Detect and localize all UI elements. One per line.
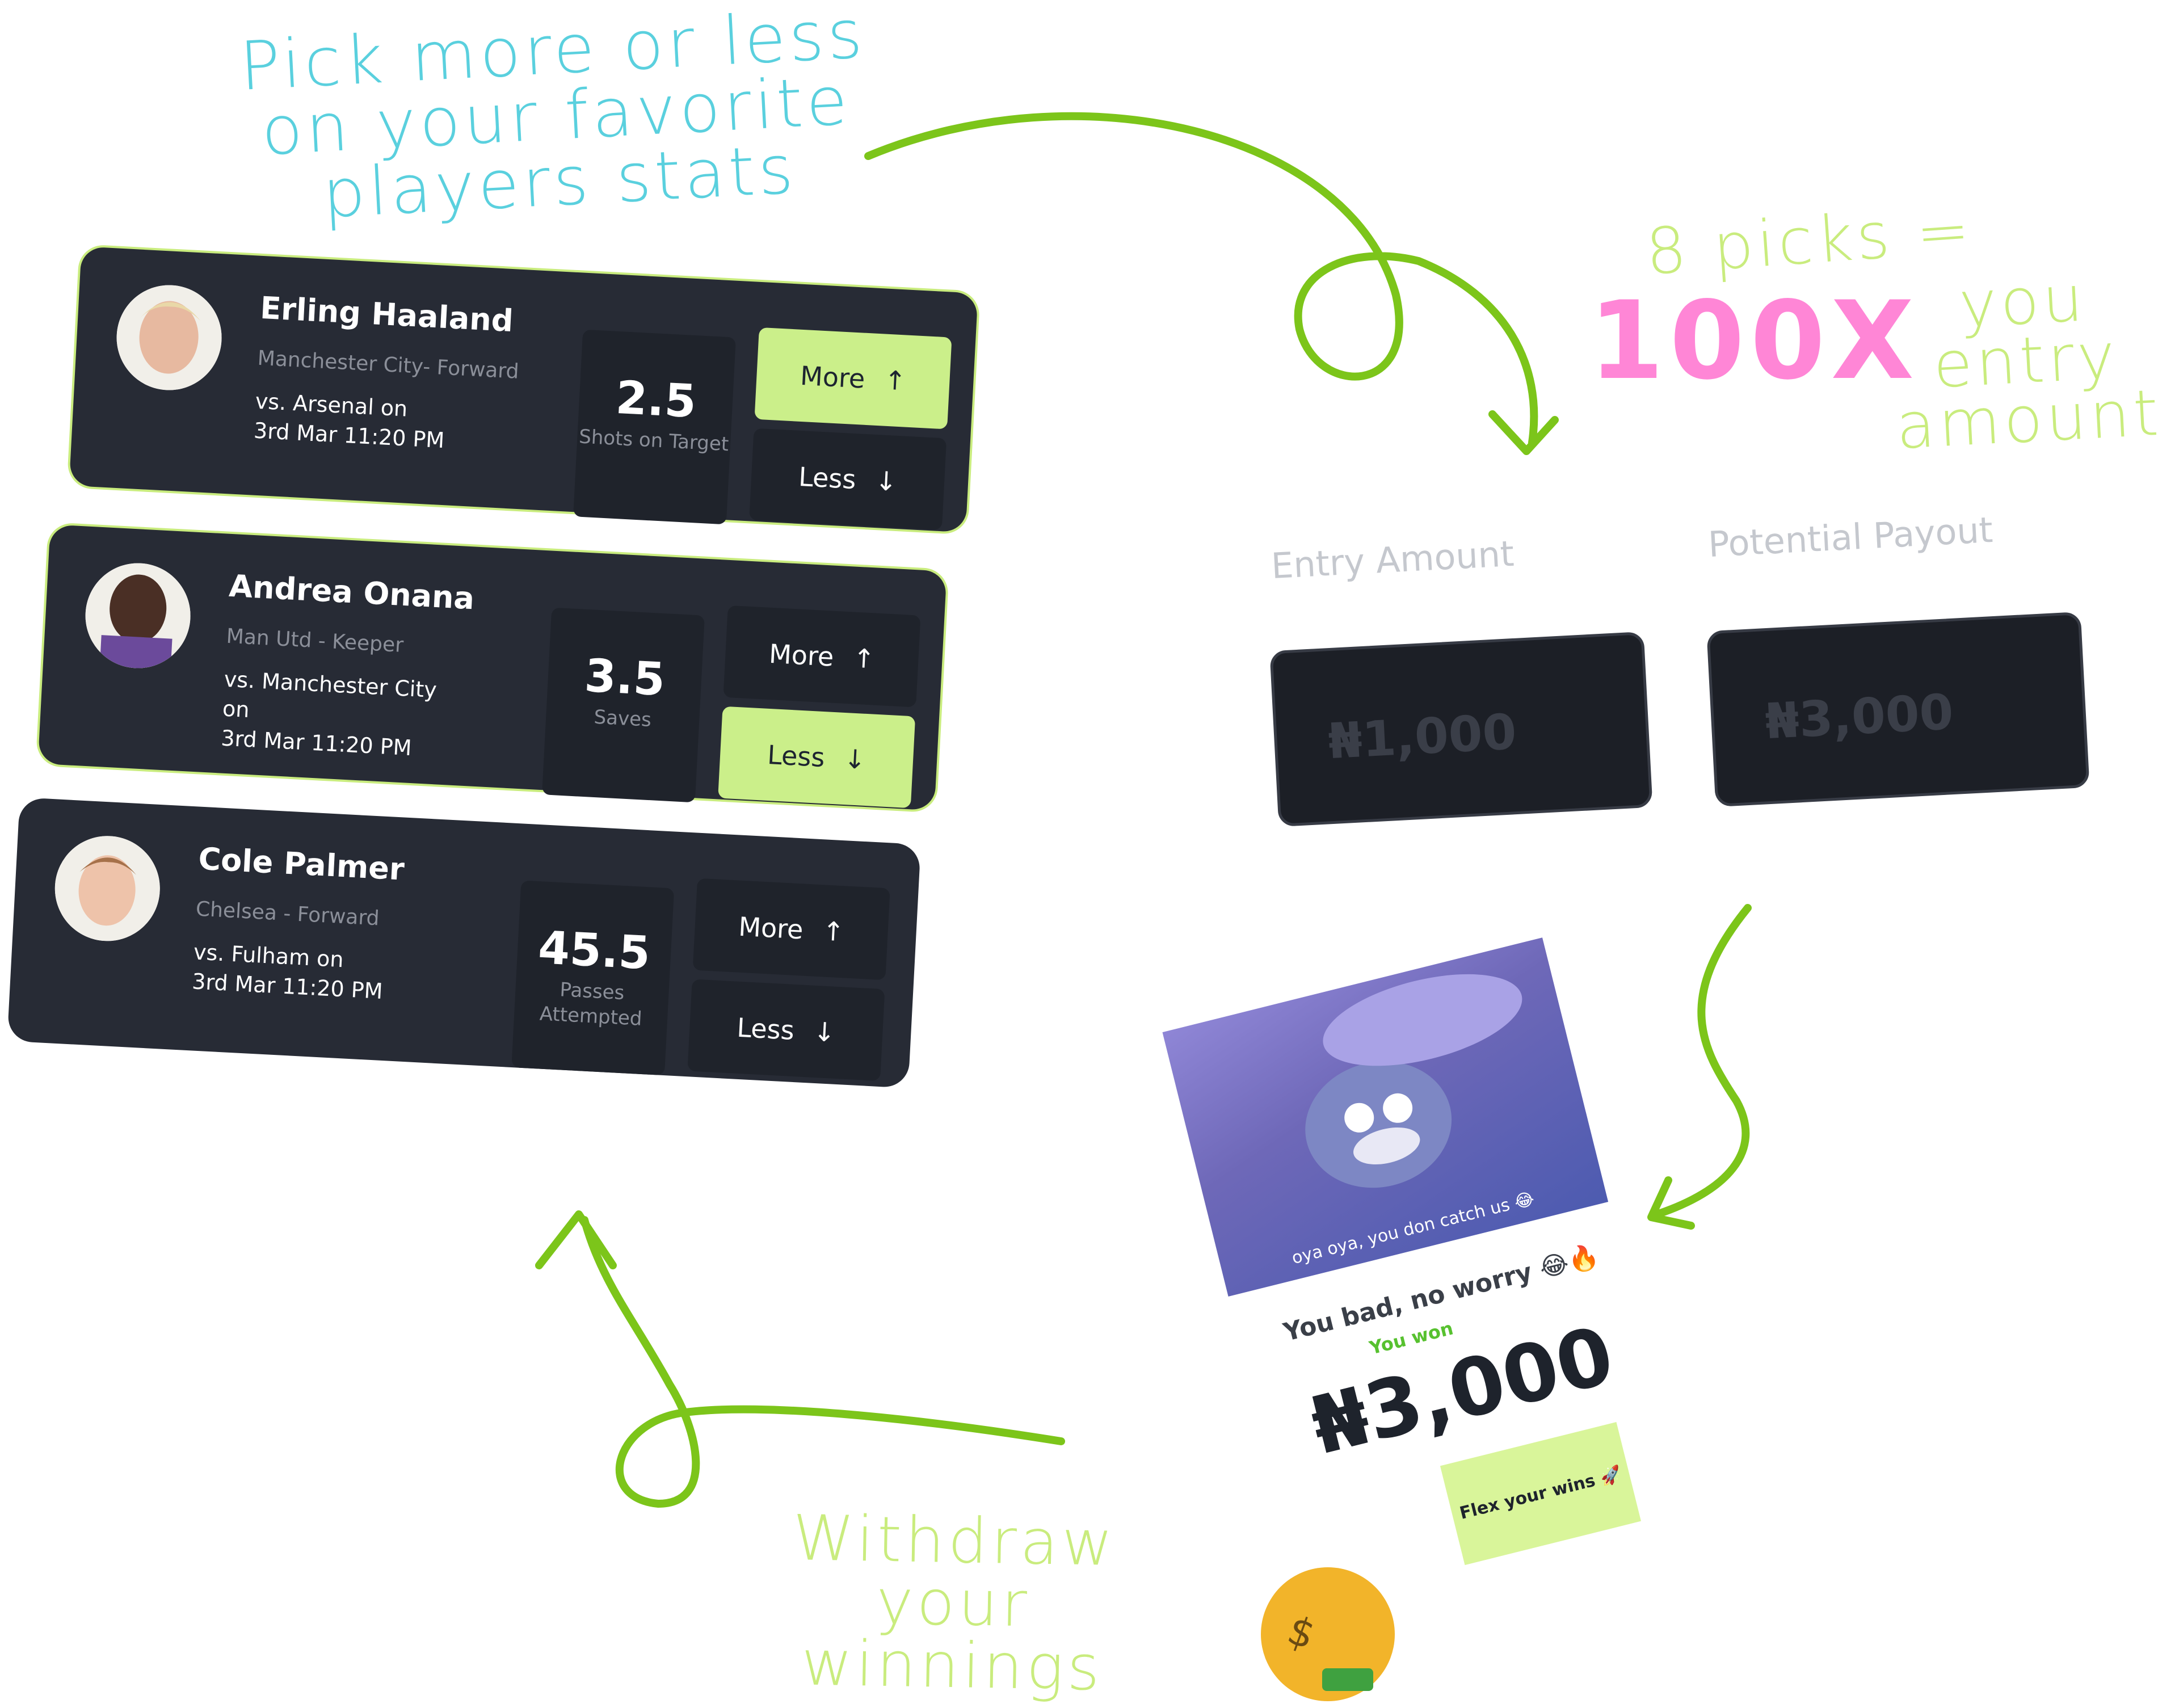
withdraw-annotation: Withdraw your winnings [792,1501,1117,1705]
multiplier-annotation: 100X [1589,278,1920,403]
less-button[interactable]: Less↓ [749,428,947,531]
player-avatar [52,833,163,944]
more-button[interactable]: More↑ [754,327,952,430]
player-card-haaland: Erling Haaland Manchester City- Forward … [66,244,981,535]
arrow-to-win-head [1647,1176,1695,1230]
stat-box: 45.5 Passes Attempted [511,880,675,1076]
arrow-down-icon: ↓ [813,1016,836,1048]
stat-value: 2.5 [614,371,698,428]
less-button[interactable]: Less↓ [718,706,916,809]
arrow-down-icon: ↓ [874,465,898,497]
stat-box: 2.5 Shots on Target [573,329,736,525]
arrow-down-icon: ↓ [843,743,867,775]
arrow-to-win [1653,904,1752,1218]
stat-label: Shots on Target [578,425,730,456]
stat-label: Passes Attempted [539,978,643,1030]
player-name: Andrea Onana [228,567,476,617]
entry-amount-value: ₦1,000 [1327,703,1518,771]
player-position: Man Utd - Keeper [225,624,405,658]
player-position: Chelsea - Forward [195,897,380,931]
arrow-up-icon: ↑ [821,915,845,948]
less-button[interactable]: Less↓ [687,979,885,1082]
arrow-to-cards-head [535,1210,617,1269]
arrow-up-icon: ↑ [852,642,876,675]
celebration-gif: oya oya, you don catch us 😂 [1162,937,1609,1297]
more-button[interactable]: More↑ [692,878,890,981]
arrow-up-icon: ↑ [883,364,907,397]
player-position: Manchester City- Forward [256,346,520,384]
player-avatar [113,282,225,393]
stat-box: 3.5 Saves [542,607,705,803]
potential-payout-value: ₦3,000 [1764,683,1955,751]
flex-wins-button[interactable]: Flex your wins 🚀 [1440,1422,1641,1566]
arrow-to-entry [864,112,1538,447]
player-avatar [82,560,193,671]
more-button[interactable]: More↑ [723,605,921,708]
player-card-onana: Andrea Onana Man Utd - Keeper vs. Manche… [35,522,949,813]
player-name: Cole Palmer [197,840,406,887]
win-card: oya oya, you don catch us 😂 You bad, no … [1135,911,1715,1665]
money-face-icon: $ [1261,1567,1395,1701]
multiplier-tail-annotation: you entry amount [1894,262,2164,464]
entry-amount-field[interactable]: ₦1,000 [1269,631,1653,827]
player-card-palmer: Cole Palmer Chelsea - Forward vs. Fulham… [7,797,921,1088]
stat-label: Saves [593,705,652,732]
player-name: Erling Haaland [259,289,515,339]
potential-payout-field: ₦3,000 [1706,611,2090,807]
arrow-to-cards [580,1216,1065,1508]
stat-value: 3.5 [583,649,667,706]
pick-annotation: Pick more or less on your favorite playe… [238,0,868,233]
stat-value: 45.5 [537,921,652,980]
arrow-to-entry-head [1488,410,1559,455]
